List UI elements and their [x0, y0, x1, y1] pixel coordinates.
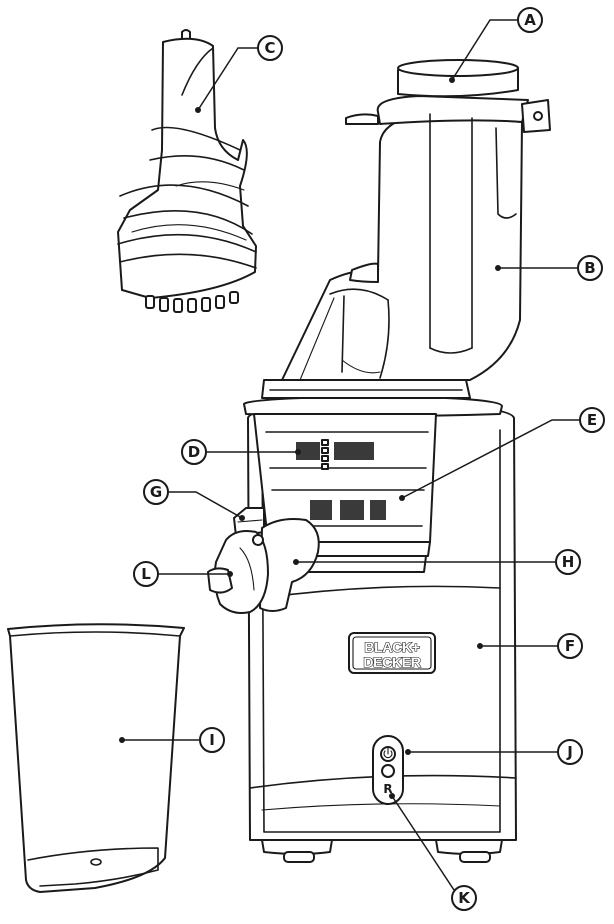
callout-I: I: [119, 727, 225, 753]
svg-text:I: I: [209, 731, 215, 749]
auger-bristles: [145, 291, 239, 313]
control-panel: R: [372, 735, 404, 805]
callout-K: K: [389, 793, 477, 911]
filter-mesh: [296, 439, 386, 520]
callout-L: L: [133, 561, 233, 587]
juicing-bowl: [243, 395, 503, 573]
callout-E: E: [399, 407, 605, 501]
pusher-lid: [397, 59, 519, 98]
indicator-light: [381, 764, 395, 778]
spout-cap: [207, 530, 269, 614]
svg-text:A: A: [524, 11, 536, 29]
svg-text:G: G: [150, 483, 162, 501]
callout-G: G: [143, 479, 245, 521]
power-button[interactable]: [380, 746, 396, 762]
svg-text:D: D: [188, 443, 200, 461]
callout-D: D: [181, 439, 301, 465]
juice-spout: [259, 518, 320, 612]
callout-J: J: [405, 739, 583, 765]
auger: [117, 29, 257, 313]
svg-text:K: K: [458, 889, 471, 907]
svg-text:E: E: [587, 411, 597, 429]
power-icon: [383, 747, 393, 759]
svg-text:B: B: [584, 259, 595, 277]
brand-logo-line1: BLACK+: [364, 639, 419, 655]
svg-text:J: J: [566, 743, 573, 761]
callout-C: C: [195, 35, 283, 113]
brand-logo-line2: DECKER: [363, 654, 421, 670]
svg-text:F: F: [565, 637, 575, 655]
feed-chute: [261, 95, 551, 399]
reverse-label: R: [383, 782, 392, 796]
juice-cup: [7, 623, 185, 893]
svg-text:L: L: [141, 565, 151, 583]
callout-F: F: [477, 633, 583, 659]
callout-H: H: [293, 549, 581, 575]
callout-B: B: [495, 255, 603, 281]
brand-logo: BLACK+ DECKER: [348, 632, 436, 674]
svg-text:C: C: [264, 39, 275, 57]
svg-text:H: H: [562, 553, 575, 571]
callout-A: A: [449, 7, 543, 83]
